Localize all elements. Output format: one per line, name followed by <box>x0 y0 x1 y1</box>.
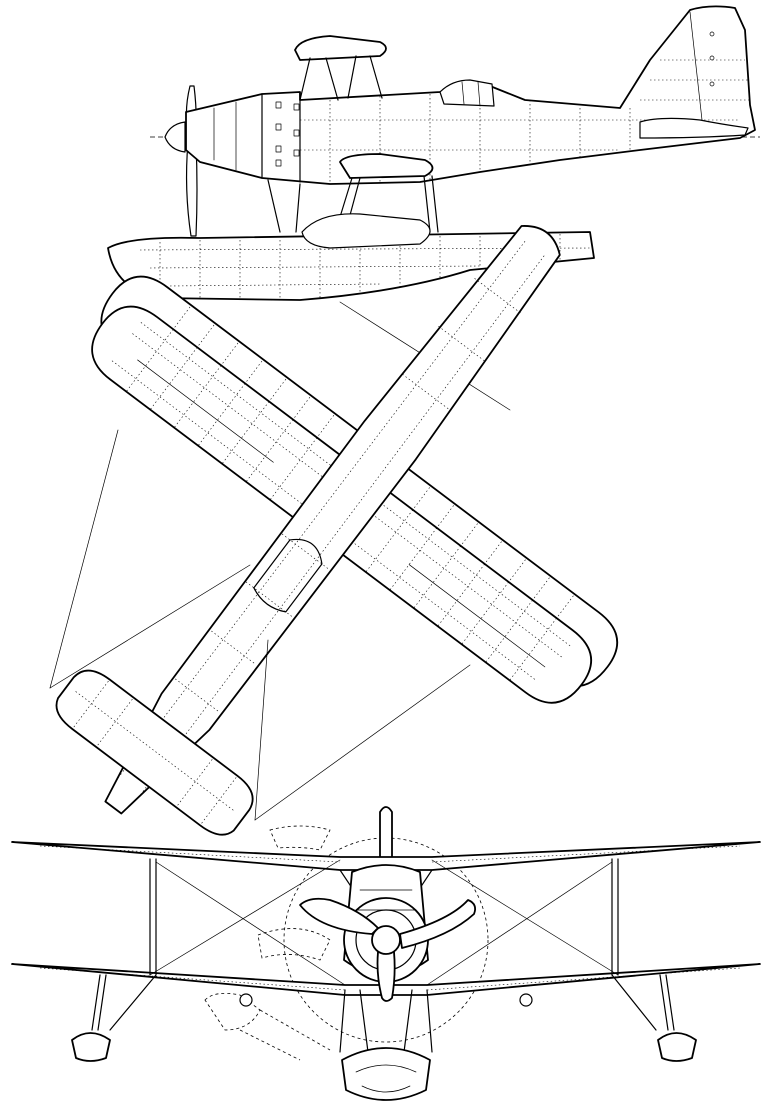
side-tail <box>639 11 750 139</box>
side-float-struts <box>267 175 439 233</box>
front-view <box>11 806 761 1101</box>
side-view <box>107 5 760 411</box>
prop-disc-outline <box>283 837 489 1043</box>
side-main-float <box>107 213 595 301</box>
plan-fuselage <box>104 225 561 815</box>
front-propeller <box>299 897 477 1002</box>
plan-tailplane <box>55 669 254 836</box>
front-ghost-float <box>204 825 331 1061</box>
plan-leader-lines <box>49 429 471 821</box>
side-propeller <box>164 85 198 237</box>
side-lower-wing <box>339 153 434 179</box>
side-canopy <box>439 79 495 107</box>
plan-view <box>49 225 619 836</box>
front-tip-floats <box>71 974 697 1062</box>
side-upper-wing <box>294 35 387 101</box>
front-main-float <box>339 989 433 1101</box>
